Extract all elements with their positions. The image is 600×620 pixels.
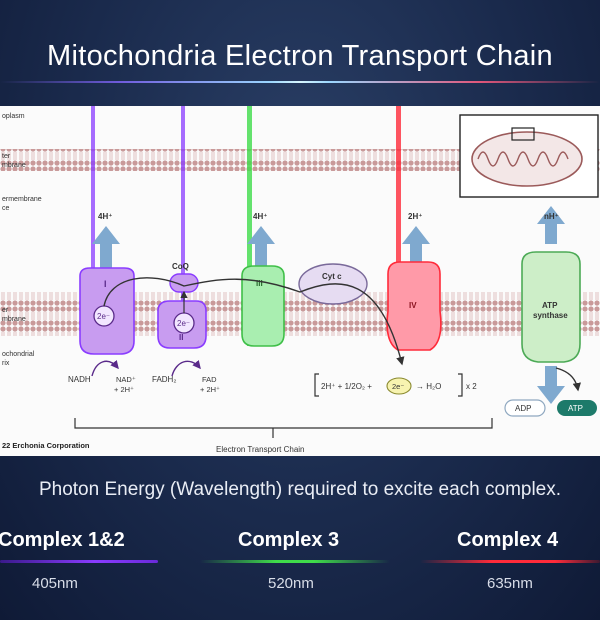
adp-pill [504,399,546,417]
complex-4-wavelength: 635nm [487,575,533,592]
complex-2-label: II [179,333,183,342]
nad-protons-label: + 2H⁺ [114,385,134,394]
page-title: Mitochondria Electron Transport Chain [47,40,553,72]
label-intermembrane-1: ermembrane [2,196,42,203]
complex-1-2-label: Complex 1&2 [0,529,125,551]
complex-3-label: Complex 3 [238,529,340,551]
electron-c2-label: 2e⁻ [177,319,190,328]
atp-synthase-label-1: ATP [542,301,558,310]
outer-membrane [0,149,600,171]
proton-label-c1: 4H⁺ [98,212,112,221]
nadh-label: NADH [68,375,91,384]
complex-4-label: IV [409,301,417,310]
complex-4 [386,261,442,351]
violet-beam-1 [91,106,95,346]
label-cytoplasm: oplasm [2,113,25,120]
coq-icon [169,273,199,293]
violet-beam-2 [181,106,185,346]
red-beam [396,106,401,346]
fad-protons-label: + 2H⁺ [200,385,220,394]
label-inner-membrane-2: mbrane [2,316,26,323]
electron-eq-label: 2e⁻ [392,382,404,391]
adp-label: ADP [515,404,531,413]
label-intermembrane-2: ce [2,205,10,212]
complex-3-wavelength: 520nm [268,575,314,592]
inner-membrane-bottom [0,314,600,336]
etc-bracket [74,418,493,429]
label-matrix-1: ochondrial [2,351,35,358]
etc-diagram-svg: oplasm ter mbrane ermembrane ce er mbran… [0,106,600,454]
fadh2-label: FADH₂ [152,375,176,384]
etc-label: Electron Transport Chain [216,445,305,454]
electron-flow-path [103,277,405,366]
photon-energy-text: Photon Energy (Wavelength) required to e… [38,479,562,500]
atp-synthase-label-2: synthase [533,311,568,320]
proton-label-atp: nH⁺ [544,212,559,221]
complex-4-label: Complex 4 [457,529,559,551]
equation-left: 2H⁺ + 1/2O₂ + [321,382,372,391]
label-outer-membrane-2: mbrane [2,162,26,169]
inner-membrane-top [0,292,600,314]
label-inner-membrane-1: er [2,307,9,314]
etc-diagram: oplasm ter mbrane ermembrane ce er mbran… [0,106,600,456]
equation-multiplier: x 2 [466,382,477,391]
atp-pill [557,400,597,416]
complex-3-line [200,560,390,563]
mitochondria-inset [459,114,599,198]
nad-label: NAD⁺ [116,375,136,384]
equation-right: → H₂O [416,382,441,391]
cytochrome-c-label: Cyt c [322,272,342,281]
atp-label: ATP [568,404,583,413]
title-underline [0,81,600,83]
water-equation: 2H⁺ + 1/2O₂ + 2e⁻ → H₂O x 2 [314,373,477,397]
green-beam [247,106,252,346]
proton-label-c4: 2H⁺ [408,212,422,221]
label-outer-membrane-1: ter [2,153,11,160]
fad-label: FAD [202,375,217,384]
copyright: 22 Erchonia Corporation [2,441,90,450]
complex-1-2-wavelength: 405nm [32,575,78,592]
complex-1-2-line [0,560,158,563]
label-matrix-2: rix [2,360,10,367]
proton-arrows [92,206,565,404]
complex-3 [241,265,285,347]
fadh2-arrow [171,359,201,377]
atp-synthase [521,251,581,363]
electron-c1-label: 2e⁻ [97,312,110,321]
proton-label-c3: 4H⁺ [253,212,267,221]
complex-1-label: I [104,279,107,289]
complex-4-line [420,560,600,563]
atp-production-arrow [555,367,581,392]
coq-label: CoQ [172,262,189,271]
electron-eq-icon [386,377,412,395]
complex-3-label: III [256,279,263,288]
nadh-arrow [91,359,119,377]
